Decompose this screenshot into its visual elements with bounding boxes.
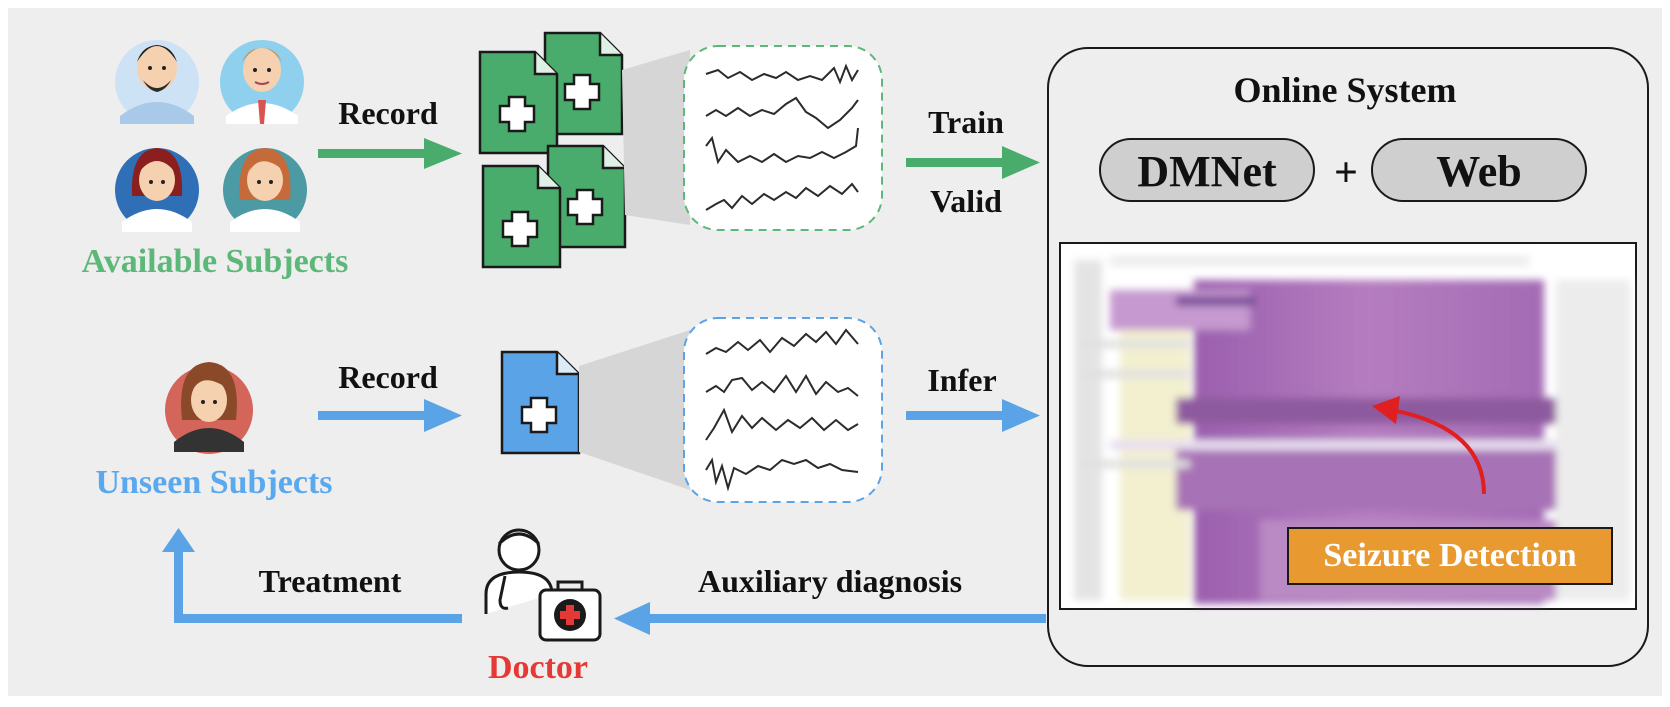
seizure-detection-label: Seizure Detection	[1323, 537, 1576, 574]
record-bottom-label: Record	[338, 359, 438, 395]
arrow-icon	[162, 528, 462, 623]
arrow-icon	[906, 399, 1040, 432]
available-subjects-label: Available Subjects	[82, 243, 349, 280]
online-system-title: Online System	[1233, 70, 1456, 110]
female-avatar-icon	[115, 148, 199, 232]
doctor-icon	[484, 528, 554, 614]
arrow-icon	[318, 399, 462, 432]
arrow-icon	[906, 146, 1040, 179]
female-avatar-icon	[165, 362, 253, 454]
arrow-icon	[614, 602, 1046, 635]
web-label: Web	[1436, 147, 1522, 196]
arrow-icon	[318, 138, 462, 169]
plus-sign: +	[1334, 150, 1358, 196]
zoom-shade-top	[622, 50, 690, 225]
train-label: Train	[928, 104, 1004, 140]
valid-label: Valid	[930, 183, 1002, 219]
record-document-icon	[500, 350, 581, 455]
unseen-subjects-label: Unseen Subjects	[95, 464, 332, 501]
record-document-icon	[481, 164, 562, 269]
male-avatar-icon	[115, 40, 199, 124]
eeg-signal-icon	[683, 45, 883, 231]
online-system-panel: Online System DMNet + Web	[1047, 47, 1649, 667]
web-pill: Web	[1371, 138, 1587, 202]
record-document-icon	[546, 144, 627, 249]
treatment-label: Treatment	[259, 563, 402, 599]
male-avatar-icon	[220, 40, 304, 124]
record-top-label: Record	[338, 95, 438, 131]
unseen-subject-avatar	[165, 362, 253, 454]
zoom-shade-bottom	[579, 330, 690, 490]
dmnet-label: DMNet	[1137, 147, 1277, 196]
web-screenshot: Seizure Detection	[1059, 242, 1637, 610]
eeg-signal-icon	[683, 317, 883, 503]
available-subjects-group: Available Subjects	[82, 40, 349, 280]
record-documents-green	[478, 31, 627, 269]
female-avatar-icon	[223, 148, 307, 232]
dmnet-pill: DMNet	[1099, 138, 1315, 202]
doctor-label: Doctor	[488, 649, 588, 686]
record-document-icon	[478, 50, 559, 155]
red-arrow-icon	[1372, 396, 1486, 495]
infer-label: Infer	[927, 362, 996, 398]
medical-kit-icon	[538, 580, 602, 642]
seizure-detection-callout: Seizure Detection	[1287, 527, 1613, 585]
auxiliary-diagnosis-label: Auxiliary diagnosis	[698, 563, 962, 599]
record-document-icon	[543, 31, 624, 136]
